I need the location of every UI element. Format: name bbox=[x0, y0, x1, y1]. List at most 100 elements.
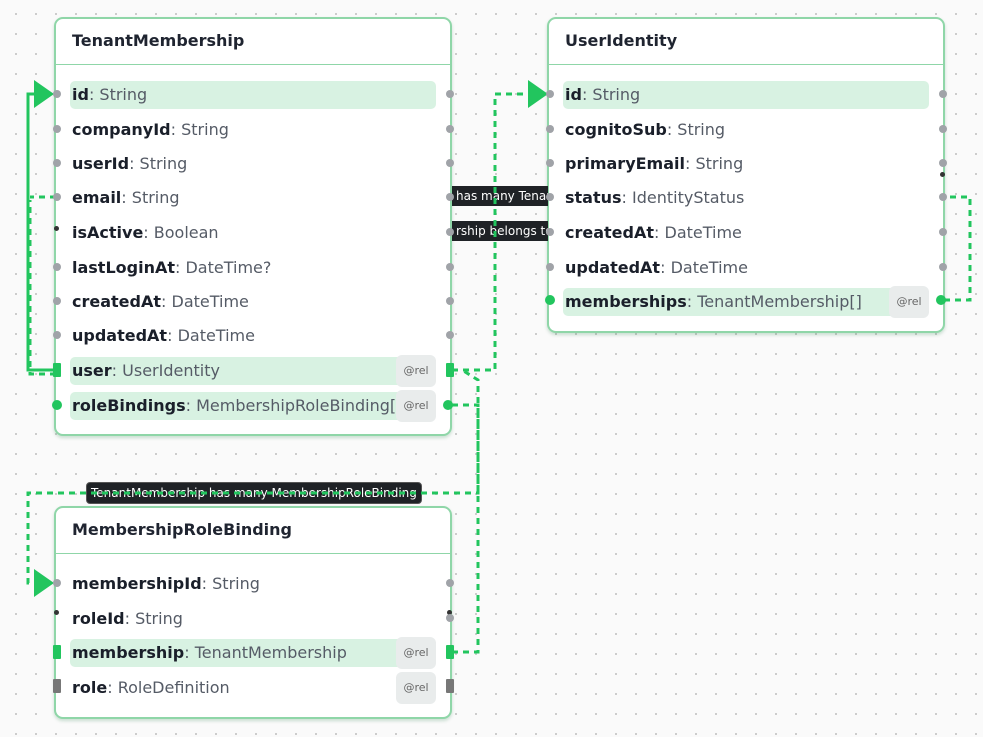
field-type: MembershipRoleBinding[] bbox=[196, 396, 403, 415]
field-row-role[interactable]: role: RoleDefinition @rel bbox=[70, 672, 436, 704]
handle-right[interactable] bbox=[446, 193, 454, 201]
handle-left-user[interactable] bbox=[53, 363, 61, 377]
field-row-primaryemail[interactable]: primaryEmail: String bbox=[565, 154, 744, 173]
handle-left-memberships[interactable] bbox=[545, 295, 555, 305]
edge-user-loop-dashed bbox=[28, 200, 56, 376]
field-type: TenantMembership[] bbox=[697, 292, 862, 311]
edge-label-has-many-binding[interactable]: TenantMembership has many MembershipRole… bbox=[86, 482, 422, 504]
handle-right[interactable] bbox=[446, 297, 454, 305]
handle-left[interactable] bbox=[546, 159, 554, 167]
handle-left-membership[interactable] bbox=[53, 645, 61, 659]
handle-right[interactable] bbox=[446, 579, 454, 587]
handle-right[interactable] bbox=[447, 610, 452, 615]
node-membership-role-binding[interactable]: MembershipRoleBinding membershipId: Stri… bbox=[54, 506, 452, 719]
field-row-createdat[interactable]: createdAt: DateTime bbox=[565, 223, 742, 242]
edge-label-has-many-tenant[interactable]: has many Tenan bbox=[452, 186, 548, 206]
field-type: String bbox=[181, 120, 229, 139]
node-user-identity[interactable]: UserIdentity id: String cognitoSub: Stri… bbox=[547, 17, 945, 333]
handle-right[interactable] bbox=[446, 125, 454, 133]
handle-right[interactable] bbox=[939, 263, 947, 271]
field-row-companyid[interactable]: companyId: String bbox=[72, 120, 229, 139]
field-row-cognitosub[interactable]: cognitoSub: String bbox=[565, 120, 726, 139]
handle-right[interactable] bbox=[939, 90, 947, 98]
handle-left[interactable] bbox=[53, 125, 61, 133]
handle-right[interactable] bbox=[939, 193, 947, 201]
field-row-createdat[interactable]: createdAt: DateTime bbox=[72, 292, 249, 311]
field-name: user bbox=[72, 361, 112, 380]
field-name: id bbox=[565, 85, 582, 104]
field-row-isactive[interactable]: isActive: Boolean bbox=[72, 223, 219, 242]
handle-left[interactable] bbox=[53, 193, 61, 201]
handle-left[interactable] bbox=[546, 263, 554, 271]
handle-left-role[interactable] bbox=[53, 679, 61, 693]
handle-right[interactable] bbox=[446, 263, 454, 271]
handle-left[interactable] bbox=[53, 331, 61, 339]
node-tenant-membership[interactable]: TenantMembership id: String companyId: S… bbox=[54, 17, 452, 436]
rel-badge: @rel bbox=[889, 286, 929, 318]
handle-left[interactable] bbox=[546, 228, 554, 236]
handle-left[interactable] bbox=[546, 125, 554, 133]
field-row-roleid[interactable]: roleId: String bbox=[72, 609, 183, 628]
field-row-userid[interactable]: userId: String bbox=[72, 154, 188, 173]
arrowhead-membershipid bbox=[34, 569, 54, 597]
field-row-memberships[interactable]: memberships: TenantMembership[] @rel bbox=[563, 286, 929, 318]
field-type: String bbox=[139, 154, 188, 173]
handle-left[interactable] bbox=[546, 90, 554, 98]
arrowhead-useridentity-id bbox=[528, 80, 548, 108]
field-type: String bbox=[677, 120, 726, 139]
field-row-membershipid[interactable]: membershipId: String bbox=[72, 574, 260, 593]
field-name: createdAt bbox=[565, 223, 655, 242]
field-name: lastLoginAt bbox=[72, 258, 175, 277]
handle-right-role[interactable] bbox=[446, 679, 454, 693]
handle-left[interactable] bbox=[53, 297, 61, 305]
field-row-id[interactable]: id: String bbox=[70, 81, 436, 109]
field-row-user[interactable]: user: UserIdentity @rel bbox=[70, 355, 436, 387]
field-row-membership[interactable]: membership: TenantMembership @rel bbox=[70, 637, 436, 669]
rel-badge: @rel bbox=[396, 672, 436, 704]
handle-right-memberships[interactable] bbox=[936, 295, 946, 305]
field-row-id[interactable]: id: String bbox=[563, 81, 929, 109]
handle-left[interactable] bbox=[53, 90, 61, 98]
handle-left-rolebindings[interactable] bbox=[52, 400, 62, 410]
field-type: DateTime bbox=[171, 292, 249, 311]
handle-left[interactable] bbox=[546, 193, 554, 201]
field-type: DateTime bbox=[670, 258, 748, 277]
handle-right-rolebindings[interactable] bbox=[443, 400, 453, 410]
field-name: updatedAt bbox=[72, 326, 168, 345]
field-row-updatedat[interactable]: updatedAt: DateTime bbox=[72, 326, 255, 345]
field-row-email[interactable]: email: String bbox=[72, 188, 180, 207]
handle-right[interactable] bbox=[939, 159, 947, 167]
field-name: id bbox=[72, 85, 89, 104]
field-type: String bbox=[99, 85, 148, 104]
rel-badge: @rel bbox=[396, 390, 436, 422]
field-name: status bbox=[565, 188, 622, 207]
field-type: String bbox=[695, 154, 744, 173]
field-name: primaryEmail bbox=[565, 154, 685, 173]
handle-right[interactable] bbox=[446, 159, 454, 167]
field-name: createdAt bbox=[72, 292, 162, 311]
handle-right[interactable] bbox=[939, 125, 947, 133]
handle-right[interactable] bbox=[446, 90, 454, 98]
handle-left[interactable] bbox=[53, 579, 61, 587]
field-row-lastloginat[interactable]: lastLoginAt: DateTime? bbox=[72, 258, 272, 277]
field-row-updatedat[interactable]: updatedAt: DateTime bbox=[565, 258, 748, 277]
handle-right[interactable] bbox=[939, 228, 947, 236]
handle-right-user[interactable] bbox=[446, 363, 454, 377]
edge-label-belongs-to[interactable]: rship belongs to bbox=[452, 221, 548, 241]
field-type: String bbox=[592, 85, 641, 104]
handle-right-membership[interactable] bbox=[446, 645, 454, 659]
field-type: DateTime bbox=[177, 326, 255, 345]
handle-left[interactable] bbox=[54, 610, 59, 615]
handle-right[interactable] bbox=[940, 172, 945, 177]
field-row-status[interactable]: status: IdentityStatus bbox=[565, 188, 745, 207]
handle-left[interactable] bbox=[54, 226, 59, 231]
field-row-rolebindings[interactable]: roleBindings: MembershipRoleBinding[] @r… bbox=[70, 390, 436, 422]
handle-right[interactable] bbox=[446, 614, 454, 622]
handle-left[interactable] bbox=[53, 263, 61, 271]
handle-right[interactable] bbox=[446, 331, 454, 339]
handle-left[interactable] bbox=[53, 159, 61, 167]
handle-right[interactable] bbox=[446, 228, 454, 236]
field-type: DateTime? bbox=[185, 258, 272, 277]
field-name: role bbox=[72, 678, 108, 697]
